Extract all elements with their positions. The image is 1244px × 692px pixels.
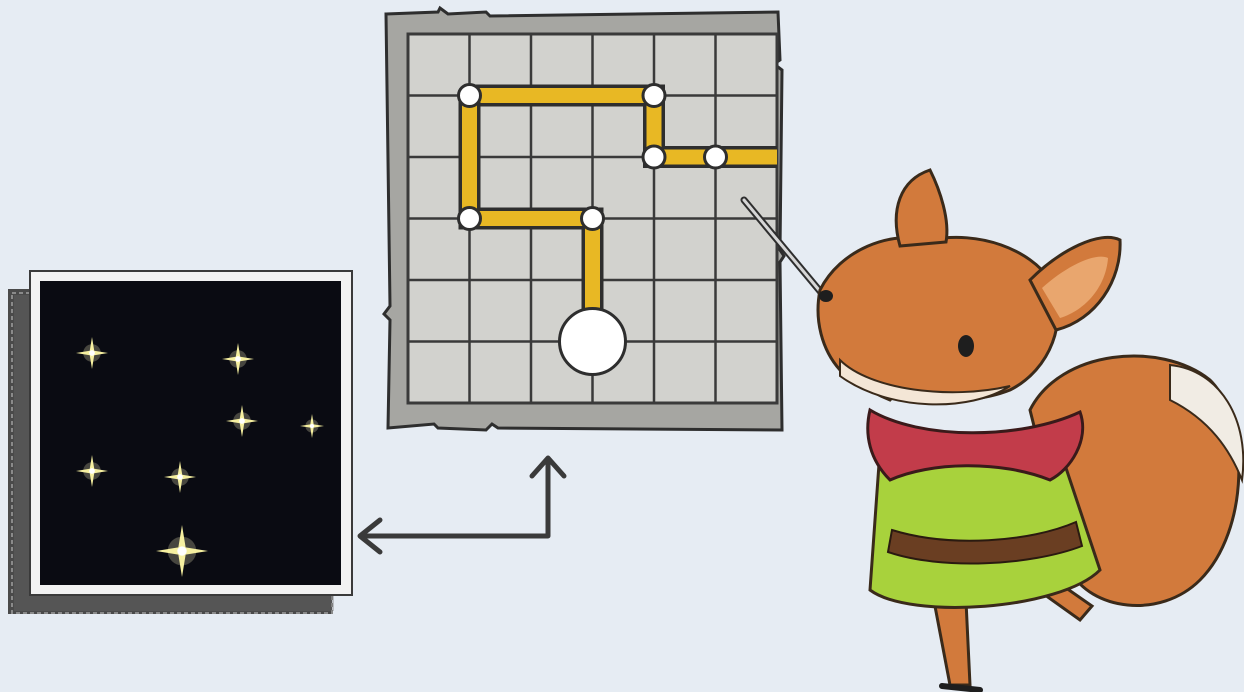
connector-arrow-icon: [340, 440, 600, 560]
fox-character-icon: [730, 150, 1244, 692]
node-icon: [705, 146, 727, 168]
node-icon: [643, 85, 665, 107]
node-icon: [643, 146, 665, 168]
starfield-panel: [0, 265, 360, 625]
starfield-svg: [0, 265, 360, 625]
night-sky: [40, 281, 341, 585]
node-icon: [459, 208, 481, 230]
start-node-icon: [560, 309, 626, 375]
node-icon: [582, 208, 604, 230]
node-icon: [459, 85, 481, 107]
